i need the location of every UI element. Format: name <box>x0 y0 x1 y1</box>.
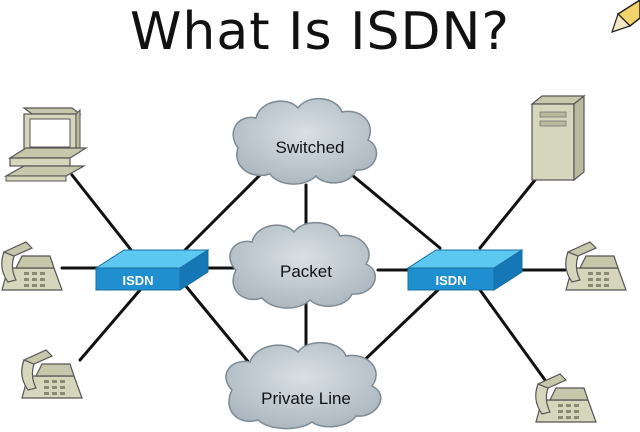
switch-label-right: ISDN <box>435 273 466 288</box>
cloud-private-line: Private Line <box>225 341 382 430</box>
telephone-icon <box>565 241 627 291</box>
pencil-icon <box>611 0 640 33</box>
telephone-icon <box>535 373 597 423</box>
computer-icon <box>3 107 89 182</box>
cloud-label-switched: Switched <box>276 138 345 157</box>
server-icon <box>530 94 586 182</box>
link-left-switch-private-line <box>183 283 257 372</box>
link-phone2-left-switch <box>78 288 142 362</box>
link-right-switch-phone2 <box>478 288 547 382</box>
cloud-switched: Switched <box>232 98 378 185</box>
cloud-label-private-line: Private Line <box>261 389 351 408</box>
isdn-switch-left: ISDN <box>94 249 210 291</box>
link-left-switch-switched <box>183 173 262 252</box>
link-switched-right-switch <box>350 173 442 250</box>
cloud-packet: Packet <box>229 221 377 309</box>
isdn-switch-right: ISDN <box>406 249 524 291</box>
telephone-icon <box>21 349 83 399</box>
cloud-label-packet: Packet <box>280 262 332 281</box>
link-computer-left-switch <box>70 173 137 257</box>
slide-title: What Is ISDN? <box>130 2 510 62</box>
telephone-icon <box>1 241 63 291</box>
network-links <box>60 173 567 382</box>
link-right-switch-server <box>478 178 537 250</box>
switch-label-left: ISDN <box>122 273 153 288</box>
link-private-line-right-switch <box>350 286 442 374</box>
